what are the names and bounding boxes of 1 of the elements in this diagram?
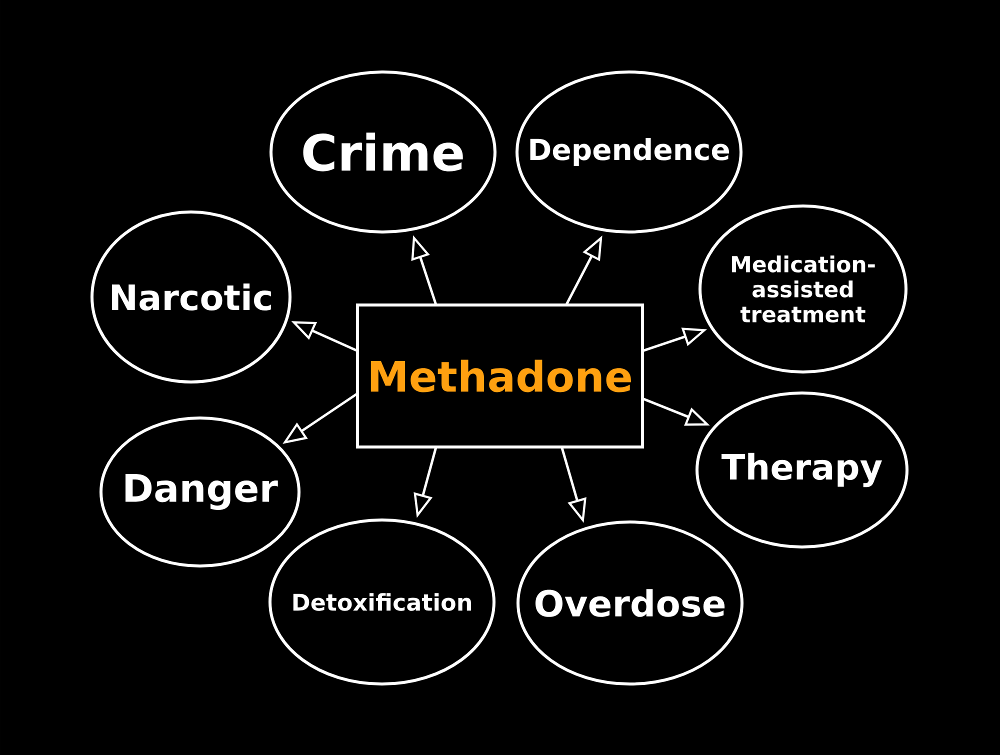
center-box: Methadone xyxy=(356,304,644,448)
